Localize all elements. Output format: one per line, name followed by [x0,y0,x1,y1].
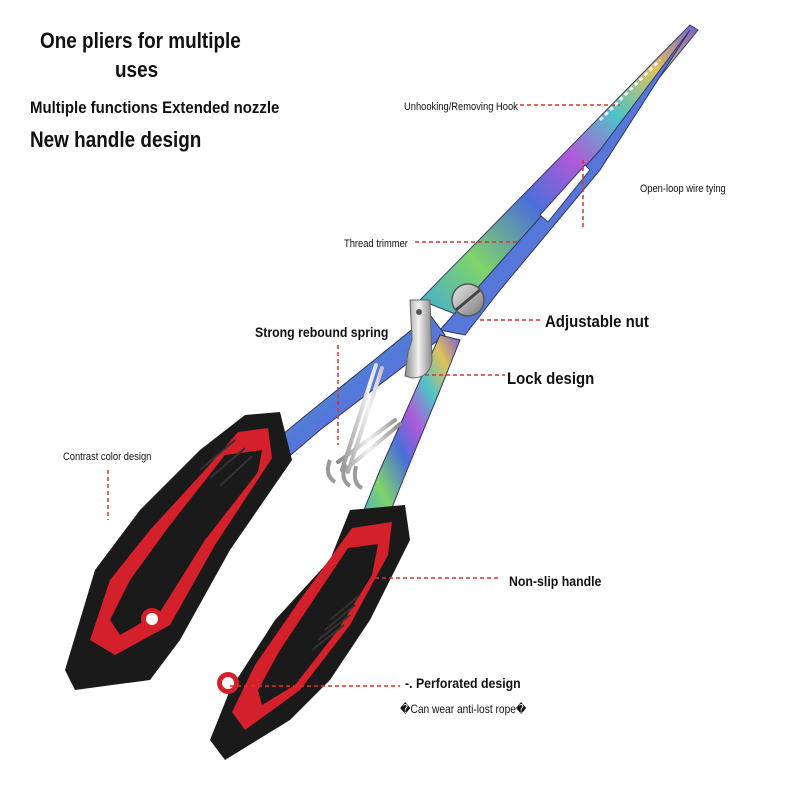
headline-line-4: New handle design [30,127,202,152]
headline-line-1: One pliers for multiple [40,28,241,53]
callout-perforated: -. Perforated design [405,675,521,691]
upper-jaw [419,24,699,321]
callout-anti-lost: �Can wear anti-lost rope� [400,702,527,716]
headline-line-3: Multiple functions Extended nozzle [30,98,280,117]
callout-contrast-color: Contrast color design [63,451,152,463]
callout-thread-trimmer: Thread trimmer [344,238,408,250]
leader-lines [107,104,620,687]
callout-unhooking: Unhooking/Removing Hook [404,101,518,113]
spring [336,363,402,474]
callout-open-loop: Open-loop wire tying [640,183,726,195]
callout-non-slip: Non-slip handle [509,573,602,589]
callout-rebound-spring: Strong rebound spring [255,324,389,340]
jaw-teeth [598,58,662,122]
lock-clip [404,299,433,379]
callout-adjustable-nut: Adjustable nut [545,312,649,331]
jaw-slot [539,164,591,223]
headline-line-2: uses [115,57,159,82]
callout-lock-design: Lock design [507,369,595,388]
nut-slot [455,288,481,312]
